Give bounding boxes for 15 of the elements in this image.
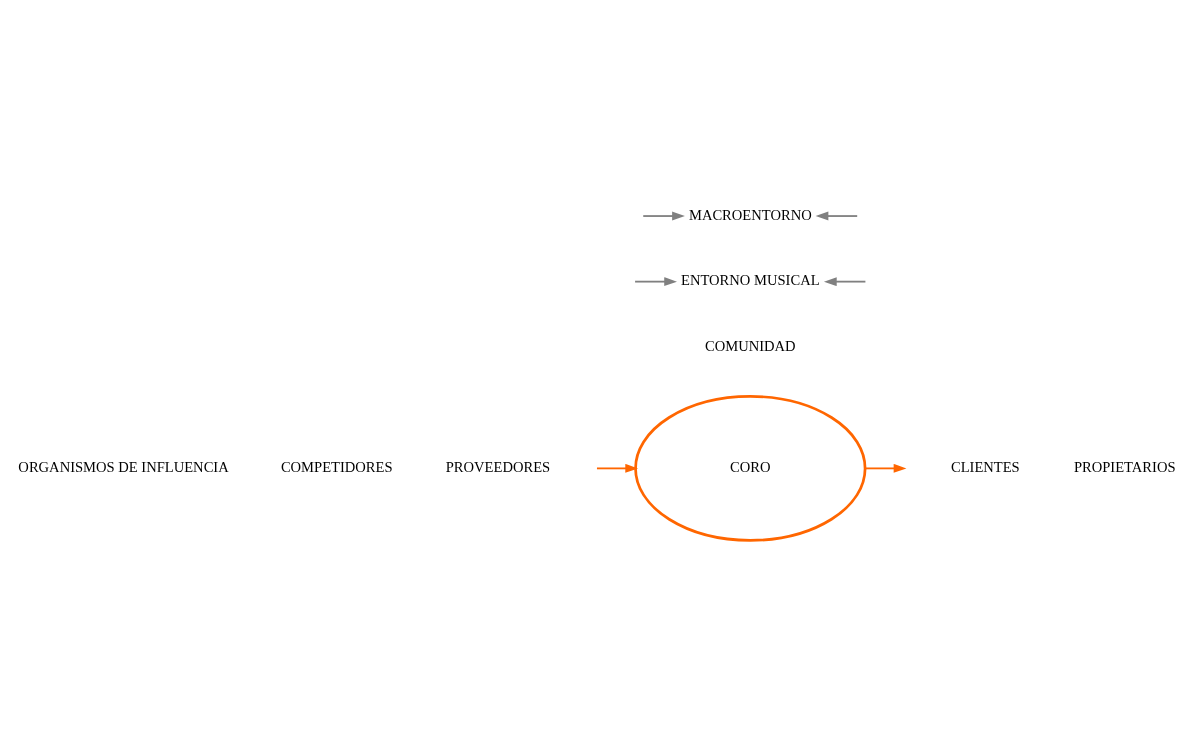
arrow bbox=[596, 463, 639, 473]
node-text: MACROENTORNO bbox=[688, 206, 812, 222]
label: ORGANISMOS DE INFLUENCIA bbox=[18, 458, 229, 475]
label: PROPIETARIOS bbox=[1073, 458, 1176, 475]
node-ellipse: CORO bbox=[634, 394, 867, 542]
node-text: ENTORNO MUSICAL bbox=[681, 271, 820, 288]
node-text: COMUNIDAD bbox=[705, 337, 796, 354]
arrow bbox=[642, 211, 685, 220]
label: COMPETIDORES bbox=[280, 458, 393, 475]
label: CLIENTES bbox=[950, 458, 1020, 475]
arrow bbox=[823, 276, 867, 286]
label: PROVEEDORES bbox=[445, 458, 551, 475]
arrow bbox=[815, 211, 859, 220]
arrow bbox=[634, 276, 677, 286]
arrow bbox=[864, 463, 907, 473]
